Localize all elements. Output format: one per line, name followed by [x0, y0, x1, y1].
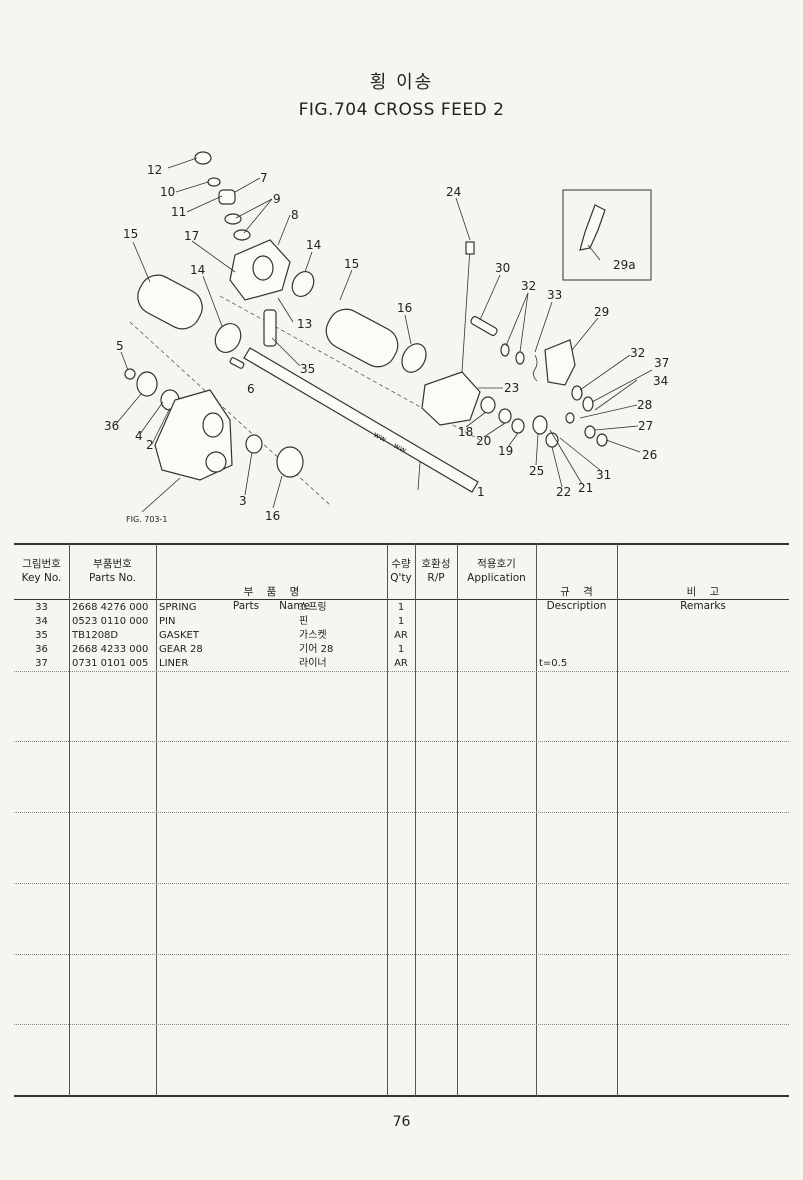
callout-label: 6 — [247, 382, 255, 396]
callout-label: 20 — [476, 434, 491, 448]
callout-label: 8 — [291, 208, 299, 222]
callout-label: 29 — [594, 305, 609, 319]
table-row: 36 2668 4233 000 GEAR 28 기어 28 1 — [35, 644, 405, 655]
callout-label: 1 — [477, 485, 485, 499]
callout-label: 31 — [596, 468, 611, 482]
callout-label: 26 — [642, 448, 657, 462]
table-row: 33 2668 4276 000 SPRING 스프링 1 — [35, 602, 405, 613]
callout-label: 4 — [135, 429, 143, 443]
callout-label: 15 — [123, 227, 138, 241]
callout-label: 16 — [397, 301, 412, 315]
callout-label: 15 — [344, 257, 359, 271]
callout-label: 35 — [300, 362, 315, 376]
callout-label: 17 — [184, 229, 199, 243]
figure-reference-label: FIG. 703-1 — [126, 515, 168, 524]
callout-label: 16 — [265, 509, 280, 523]
callout-label: 14 — [306, 238, 321, 252]
callout-label: 29a — [613, 258, 636, 272]
callout-label: 37 — [654, 356, 669, 370]
callout-label: 13 — [297, 317, 312, 331]
callout-label: 36 — [104, 419, 119, 433]
callout-label: 5 — [116, 339, 124, 353]
column-divider — [457, 543, 458, 1097]
callout-label: 21 — [578, 481, 593, 495]
row-separator — [14, 954, 789, 955]
column-divider — [69, 543, 70, 1097]
page-title: FIG.704 CROSS FEED 2 — [298, 100, 505, 120]
callout-label: 30 — [495, 261, 510, 275]
callout-label: 27 — [638, 419, 653, 433]
callout-label: 24 — [446, 185, 461, 199]
callout-label: 14 — [190, 263, 205, 277]
callout-label: 11 — [171, 205, 186, 219]
callout-label: 28 — [637, 398, 652, 412]
callout-label: 19 — [498, 444, 513, 458]
callout-label: 33 — [547, 288, 562, 302]
table-row: 34 0523 0110 000 PIN 핀 1 — [35, 616, 405, 627]
callout-leaders — [115, 157, 653, 513]
callout-label: 10 — [160, 185, 175, 199]
exploded-parts-diagram: 1 2 3 4 5 6 7 8 9 10 11 12 13 14 14 15 1… — [104, 151, 669, 524]
column-divider — [536, 543, 537, 1097]
row-separator — [14, 1024, 789, 1025]
row-separator — [14, 741, 789, 742]
callout-label: 7 — [260, 171, 268, 185]
callout-label: 25 — [529, 464, 544, 478]
callout-label: 3 — [239, 494, 247, 508]
callout-label: 18 — [458, 425, 473, 439]
callout-label: 22 — [556, 485, 571, 499]
column-divider — [387, 543, 388, 1097]
column-divider — [617, 543, 618, 1097]
row-separator — [14, 812, 789, 813]
column-divider — [415, 543, 416, 1097]
callout-labels: 1 2 3 4 5 6 7 8 9 10 11 12 13 14 14 15 1… — [104, 163, 669, 524]
row-separator — [14, 671, 789, 672]
callout-label: 34 — [653, 374, 668, 388]
diagram-parts — [124, 151, 652, 506]
page-number: 76 — [392, 1114, 411, 1130]
callout-label: 12 — [147, 163, 162, 177]
header-rule — [14, 599, 789, 600]
callout-label: 32 — [630, 346, 645, 360]
row-separator — [14, 883, 789, 884]
table-row: 35 TB1208D GASKET 가스켓 AR — [35, 630, 408, 641]
column-divider — [156, 543, 157, 1097]
callout-label: 2 — [146, 438, 154, 452]
table-bottom-rule — [14, 1095, 789, 1097]
callout-label: 32 — [521, 279, 536, 293]
page-title-korean: 횡 이송 — [369, 72, 434, 93]
table-row: 37 0731 0101 005 LINER 라이너 AR t=0.5 — [35, 658, 568, 669]
table-top-rule — [14, 543, 789, 545]
callout-label: 9 — [273, 192, 281, 206]
callout-label: 23 — [504, 381, 519, 395]
